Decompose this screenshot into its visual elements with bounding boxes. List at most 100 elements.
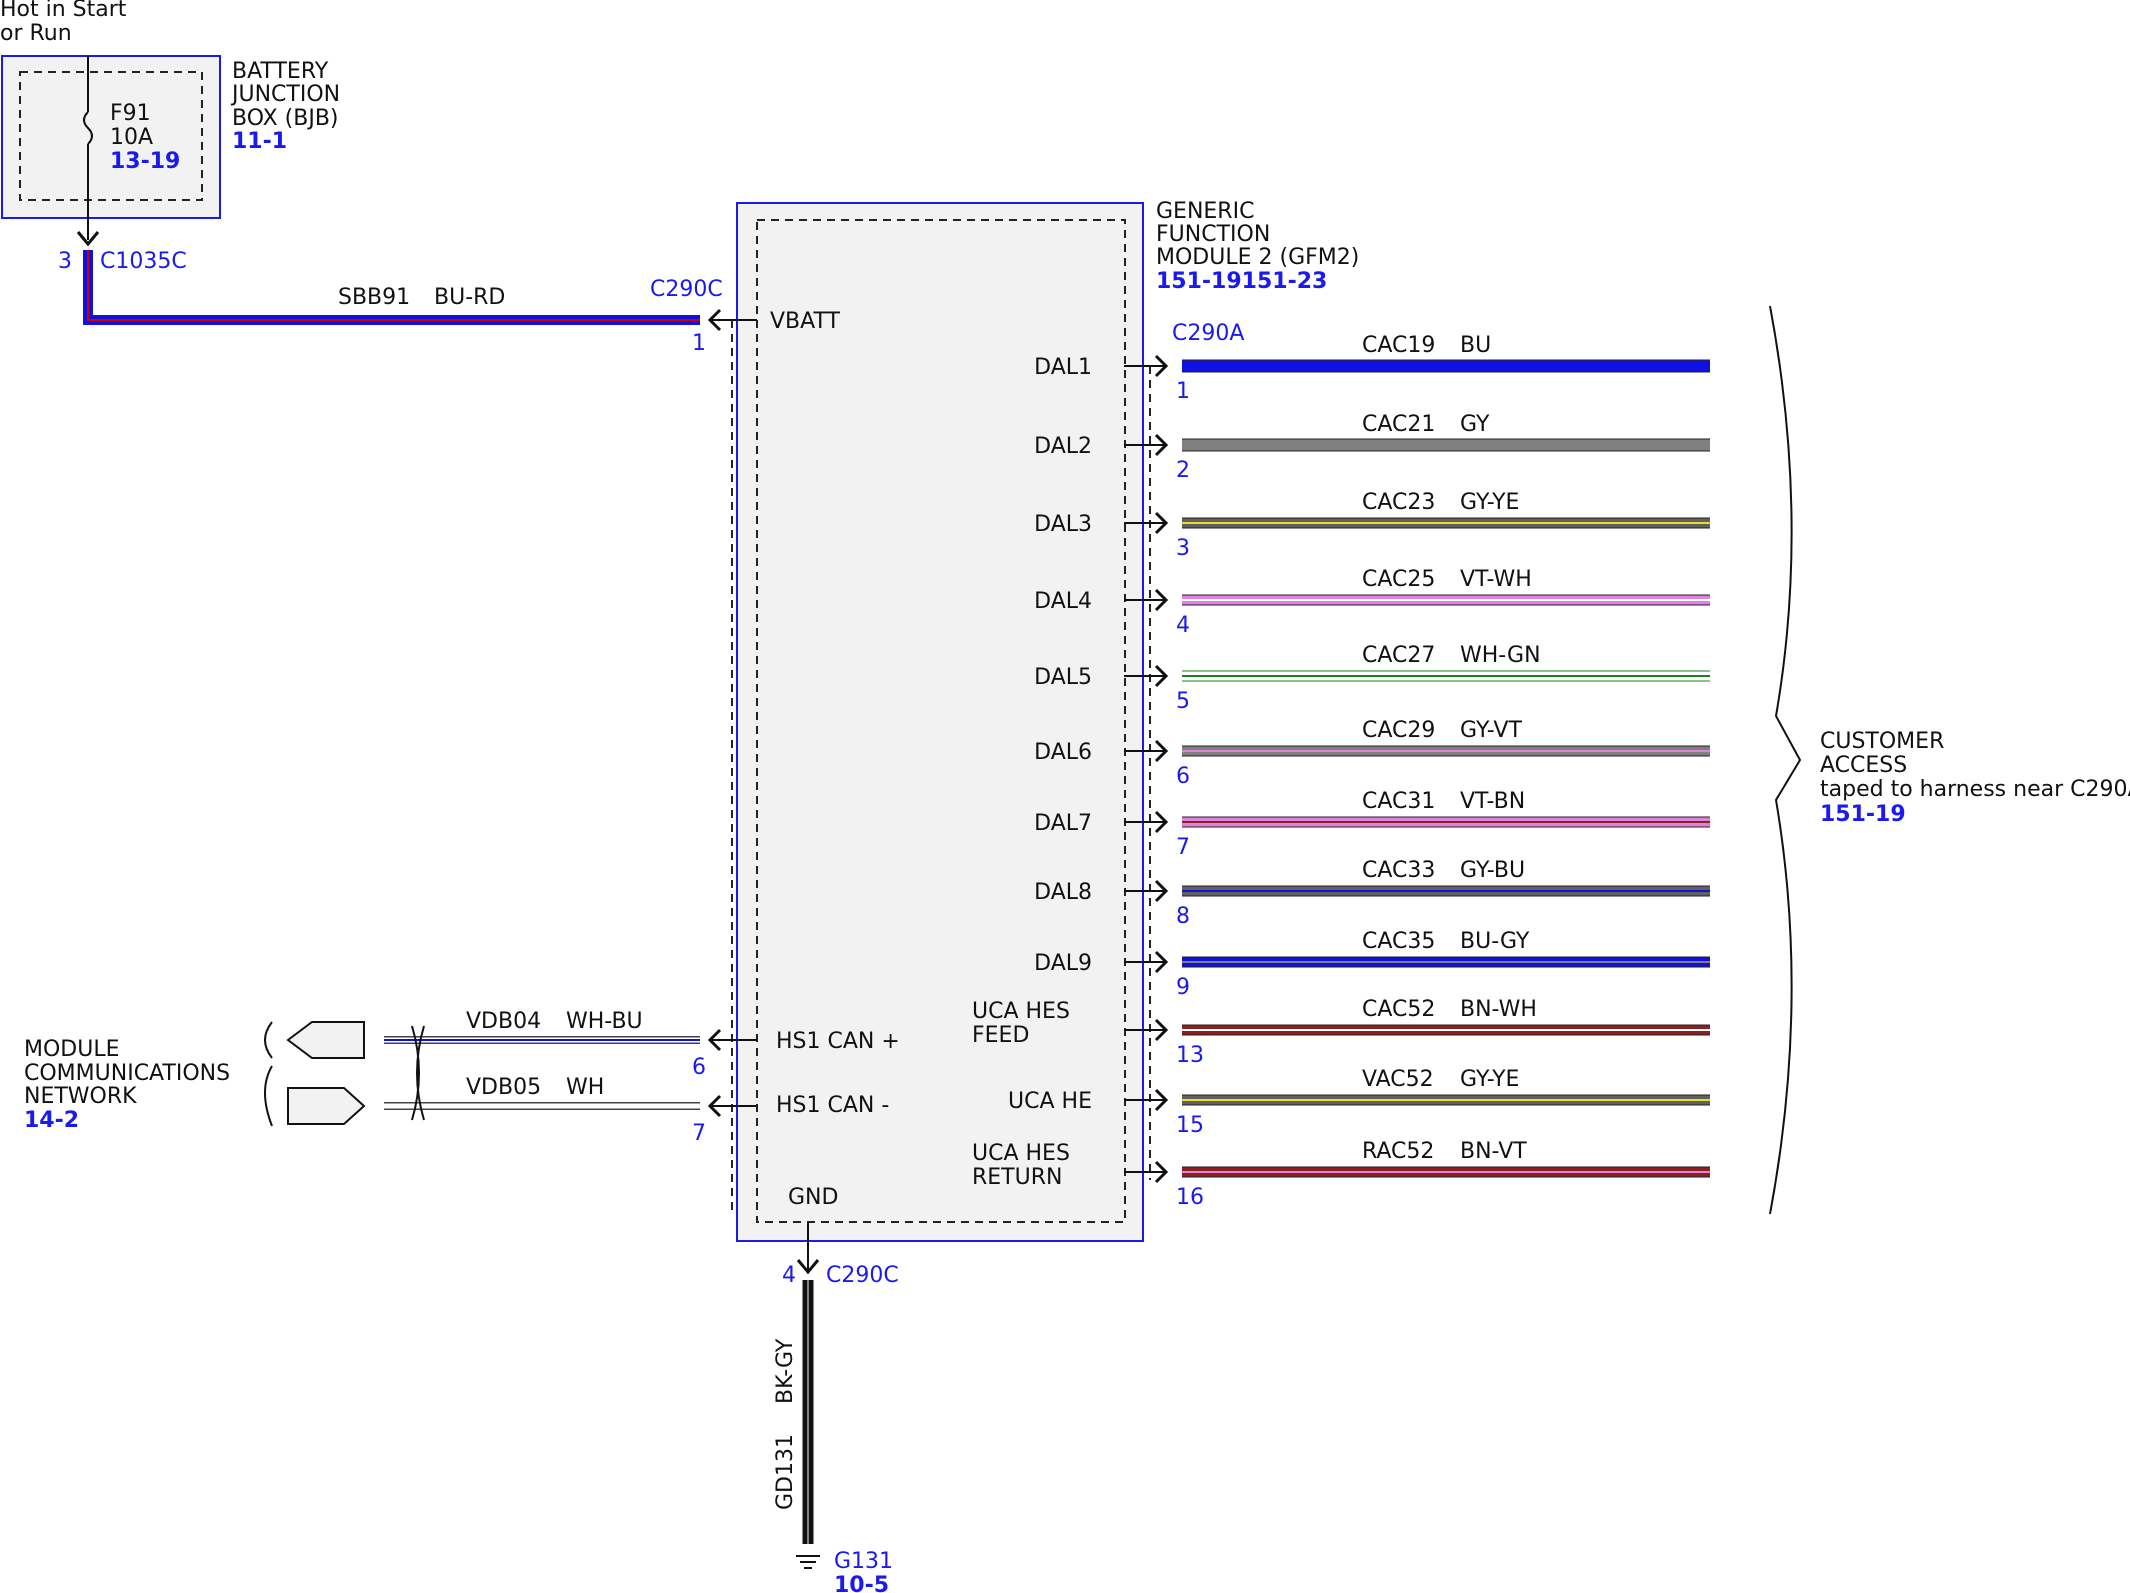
gnd-wire-color: BK-GY <box>773 1338 798 1404</box>
output-pin-number-5: 5 <box>1176 689 1190 714</box>
customer-access-brace <box>1769 305 1802 1215</box>
output-circuit-5: DAL5 5 CAC27 WH-GN <box>1034 643 1710 714</box>
pin-label-15: UCA HE <box>1008 1089 1092 1114</box>
output-connector-arrow-4 <box>1154 588 1169 612</box>
ground-reference[interactable]: 10-5 <box>834 1573 889 1593</box>
output-wire-color-2: GY <box>1460 412 1490 437</box>
output-connector-arrow-5 <box>1154 664 1169 688</box>
can-plus-pin-number: 6 <box>692 1055 706 1080</box>
output-connector-arrow-1 <box>1154 354 1169 378</box>
can-minus-connector-icon <box>287 1087 366 1125</box>
pin-label-7: DAL7 <box>1034 811 1092 836</box>
pin-label-line2-13: FEED <box>972 1023 1029 1048</box>
vbatt-label: VBATT <box>770 309 841 334</box>
output-wire-color-13: BN-WH <box>1460 997 1537 1022</box>
module-label-line2: FUNCTION <box>1156 222 1270 247</box>
module-label-line3: MODULE 2 (GFM2) <box>1156 245 1359 270</box>
hs1-can-minus-label: HS1 CAN - <box>776 1093 889 1118</box>
pin-label-line1-16: UCA HES <box>972 1141 1070 1166</box>
bjb-label-line3: BOX (BJB) <box>232 106 339 131</box>
module-dashed-outline <box>756 219 1126 1223</box>
gnd-connector-arrow <box>796 1259 820 1275</box>
gnd-connector-name: C290C <box>826 1263 899 1288</box>
bjb-dashed-outline <box>19 71 203 201</box>
output-pin-number-4: 4 <box>1176 613 1190 638</box>
network-reference[interactable]: 14-2 <box>24 1108 79 1133</box>
can-minus-circuit: VDB05 <box>466 1075 541 1100</box>
output-connector-arrow-15 <box>1154 1088 1169 1112</box>
output-wire-color-5: WH-GN <box>1460 643 1541 668</box>
output-wire-color-15: GY-YE <box>1460 1067 1519 1092</box>
output-circuit-name-5: CAC27 <box>1362 643 1435 668</box>
output-wire-color-9: BU-GY <box>1460 929 1530 954</box>
bjb-label-line2: JUNCTION <box>230 82 340 107</box>
output-wire-color-6: GY-VT <box>1460 718 1522 743</box>
pin-label-2: DAL2 <box>1034 434 1092 459</box>
bjb-pin-number: 3 <box>58 249 72 274</box>
can-plus-connector-icon <box>286 1021 365 1059</box>
ground-name: G131 <box>834 1549 893 1574</box>
customer-access-reference[interactable]: 151-19 <box>1820 802 1906 827</box>
output-circuit-name-7: CAC31 <box>1362 789 1435 814</box>
output-connector-arrow-13 <box>1154 1018 1169 1042</box>
bjb-reference[interactable]: 11-1 <box>232 129 287 154</box>
output-pin-number-1: 1 <box>1176 379 1190 404</box>
output-circuit-name-13: CAC52 <box>1362 997 1435 1022</box>
network-label-line1: MODULE <box>24 1037 120 1062</box>
output-connector-arrow-3 <box>1154 511 1169 535</box>
output-connector-arrow-8 <box>1154 879 1169 903</box>
module-reference[interactable]: 151-19151-23 <box>1156 269 1327 294</box>
output-wire-color-8: GY-BU <box>1460 858 1525 883</box>
fuse-rating: 10A <box>110 125 153 150</box>
output-pin-number-16: 16 <box>1176 1185 1204 1210</box>
output-circuit-name-2: CAC21 <box>1362 412 1435 437</box>
bjb-connector-name: C1035C <box>100 249 187 274</box>
twisted-pair-icon <box>411 1025 425 1121</box>
module-label-line1: GENERIC <box>1156 199 1254 224</box>
output-connector-arrow-2 <box>1154 433 1169 457</box>
hot-label-line1: Hot in Start <box>0 0 127 22</box>
vbatt-pin-number: 1 <box>692 331 706 356</box>
gnd-pin-number: 4 <box>782 1263 796 1288</box>
hs1-can-plus-label: HS1 CAN + <box>776 1029 900 1054</box>
bjb-label-line1: BATTERY <box>232 59 329 84</box>
output-connector-arrow-7 <box>1154 810 1169 834</box>
pin-label-4: DAL4 <box>1034 589 1092 614</box>
output-connector-arrow-6 <box>1154 739 1169 763</box>
fuse-reference[interactable]: 13-19 <box>110 149 180 174</box>
output-circuit-name-8: CAC33 <box>1362 858 1435 883</box>
hot-label-line2: or Run <box>0 21 72 46</box>
customer-access-line2: ACCESS <box>1820 753 1907 778</box>
customer-access-line3: taped to harness near C290A <box>1820 777 2130 802</box>
pin-label-5: DAL5 <box>1034 665 1092 690</box>
output-pin-number-9: 9 <box>1176 975 1190 1000</box>
module-communications-network: MODULE COMMUNICATIONS NETWORK 14-2 VDB04… <box>24 1009 757 1146</box>
output-connector-arrow-16 <box>1154 1160 1169 1184</box>
network-brace <box>264 1021 273 1127</box>
output-connector-arrow-9 <box>1154 950 1169 974</box>
bjb-outline <box>1 55 221 219</box>
output-pin-number-3: 3 <box>1176 536 1190 561</box>
output-pin-number-7: 7 <box>1176 835 1190 860</box>
ground-circuit: 4 C290C BK-GY GD131 G131 10-5 <box>773 1222 899 1593</box>
output-circuit-name-4: CAC25 <box>1362 567 1435 592</box>
fuse-name: F91 <box>110 101 151 126</box>
output-wire-color-3: GY-YE <box>1460 490 1519 515</box>
gnd-wire-circuit: GD131 <box>773 1434 798 1510</box>
output-wire-color-7: VT-BN <box>1460 789 1525 814</box>
network-label-line3: NETWORK <box>24 1084 137 1109</box>
output-pin-number-6: 6 <box>1176 764 1190 789</box>
can-plus-circuit: VDB04 <box>466 1009 541 1034</box>
output-circuit-name-9: CAC35 <box>1362 929 1435 954</box>
vbatt-connector-name: C290C <box>650 277 723 302</box>
feed-circuit: SBB91 <box>338 285 410 310</box>
bjb-connector-arrow <box>76 231 100 247</box>
